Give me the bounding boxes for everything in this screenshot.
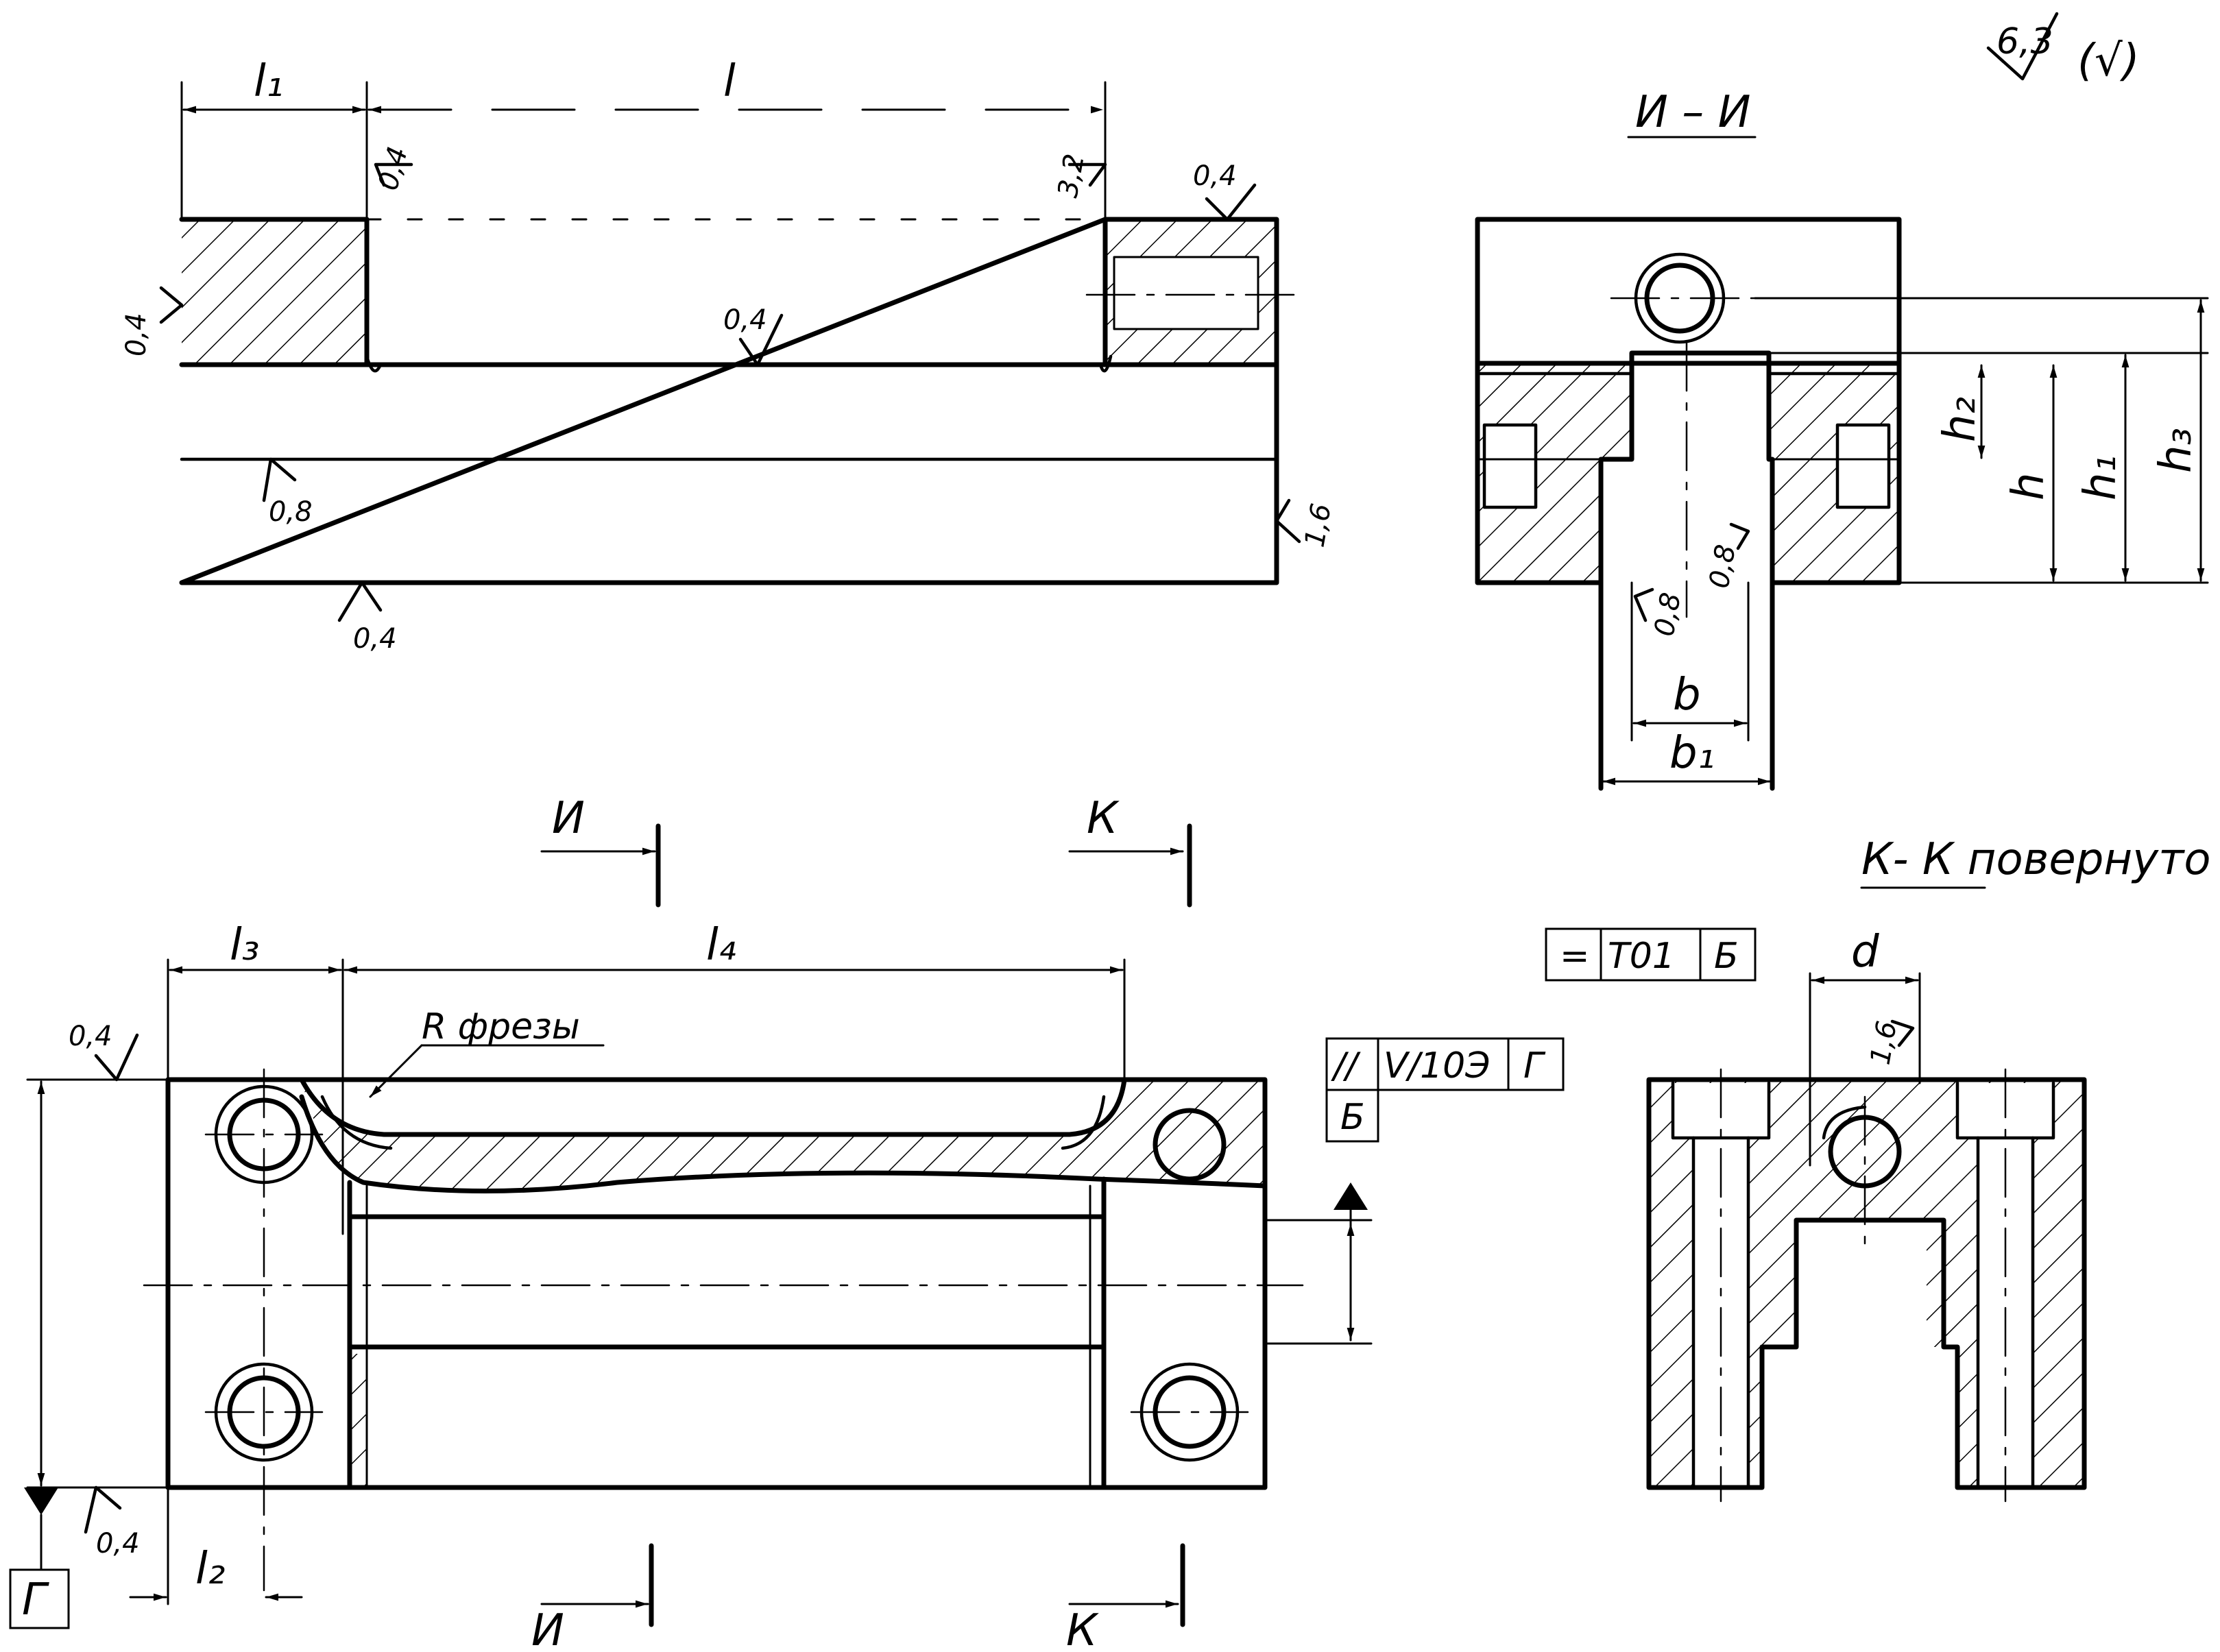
roughness-icon bbox=[1729, 522, 1750, 550]
roughness-icon bbox=[1067, 162, 1107, 187]
bolt-icon bbox=[1153, 1108, 1227, 1182]
datum-g-label: Г bbox=[22, 1575, 49, 1625]
roughness-top-right: 0,4 bbox=[1193, 160, 1237, 192]
roughness-left-side: 0,4 bbox=[121, 313, 152, 356]
roughness-check-icon bbox=[1986, 12, 2059, 81]
section-ii-title: И – И bbox=[1635, 87, 1750, 138]
roughness-icon bbox=[1275, 498, 1301, 544]
dim-l: l bbox=[723, 56, 736, 107]
dim-h3: h₃ bbox=[2151, 428, 2201, 473]
roughness-icon bbox=[94, 1033, 139, 1082]
front-right-bore bbox=[1114, 257, 1258, 329]
roughness-mid-08: 0,8 bbox=[269, 496, 313, 528]
symmetry-value: Т01 bbox=[1608, 936, 1675, 977]
section-ii: И – И h₂ h h₁ h₃ bbox=[1475, 87, 2209, 791]
front-view: l₁ l 0,4 3,2 0,4 0,4 0,4 0,8 1,6 0,4 bbox=[121, 56, 1338, 655]
symmetry-tolerance-frame: = Т01 Б bbox=[1545, 927, 1757, 982]
dim-b: b bbox=[1673, 670, 1701, 720]
dim-d: d bbox=[1851, 927, 1879, 977]
general-roughness-mark: 6,3 (√) bbox=[1986, 12, 2140, 86]
roughness-top-l1: 0,4 bbox=[372, 143, 414, 193]
cut-label-i-top: И bbox=[552, 793, 585, 844]
parallelism-datum: Г bbox=[1523, 1045, 1546, 1086]
dim-h: h bbox=[2003, 472, 2054, 500]
cut-label-k-top: К bbox=[1087, 793, 1120, 844]
note-cutter-radius: R фрезы bbox=[422, 1006, 580, 1047]
dim-l3: l₃ bbox=[230, 920, 259, 971]
section-kk-title: К- К повернуто bbox=[1861, 834, 2211, 885]
datum-triangle-icon bbox=[1334, 1182, 1368, 1210]
dim-l4: l₄ bbox=[706, 920, 736, 971]
roughness-icon bbox=[1205, 183, 1257, 221]
dim-l1: l₁ bbox=[254, 56, 283, 107]
roughness-icon bbox=[159, 286, 184, 324]
cut-label-i-bottom: И bbox=[531, 1605, 564, 1652]
roughness-mid-slot: 0,4 bbox=[723, 304, 767, 336]
roughness-icon bbox=[337, 581, 383, 622]
roughness-icon bbox=[1633, 587, 1654, 622]
symmetry-datum: Б bbox=[1714, 936, 1739, 977]
roughness-icon bbox=[84, 1485, 122, 1534]
parallelism-base: Б bbox=[1340, 1097, 1365, 1138]
roughness-icon bbox=[374, 162, 413, 187]
parallelism-tolerance-frame: // V/10Э Г Б bbox=[1325, 1037, 1565, 1143]
roughness-plan-bottom: 0,4 bbox=[96, 1528, 140, 1559]
dim-l2: l₂ bbox=[195, 1544, 225, 1594]
dim-b1: b₁ bbox=[1669, 728, 1715, 779]
roughness-bottom-04: 0,4 bbox=[353, 623, 397, 655]
parallelism-symbol: // bbox=[1331, 1045, 1362, 1086]
roughness-sec-08a: 0,8 bbox=[1649, 590, 1687, 639]
front-left-section bbox=[182, 219, 367, 365]
roughness-icon bbox=[1890, 1019, 1915, 1047]
general-roughness-value: 6,3 bbox=[1996, 21, 2053, 62]
symmetry-symbol: = bbox=[1560, 936, 1590, 977]
roughness-right-16: 1,6 bbox=[1299, 501, 1338, 550]
roughness-sec-08b: 0,8 bbox=[1704, 542, 1742, 591]
roughness-kk-16: 1,6 bbox=[1865, 1019, 1903, 1067]
roughness-plan-top: 0,4 bbox=[69, 1021, 112, 1052]
datum-triangle-icon bbox=[24, 1487, 58, 1515]
general-roughness-extra: (√) bbox=[2077, 36, 2140, 86]
datum-g-box: Г bbox=[9, 1568, 70, 1629]
dim-h2: h₂ bbox=[1935, 397, 1986, 442]
roughness-icon bbox=[262, 457, 297, 502]
roughness-top-32: 3,2 bbox=[1052, 151, 1091, 200]
section-kk: К- К повернуто = Т01 Б d bbox=[1545, 834, 2211, 1503]
cut-label-k-bottom: К bbox=[1066, 1605, 1099, 1652]
plan-view: И К И К bbox=[9, 793, 1565, 1652]
dim-h1: h₁ bbox=[2075, 455, 2126, 500]
roughness-icon bbox=[738, 313, 784, 367]
parallelism-value: V/10Э bbox=[1384, 1045, 1491, 1086]
